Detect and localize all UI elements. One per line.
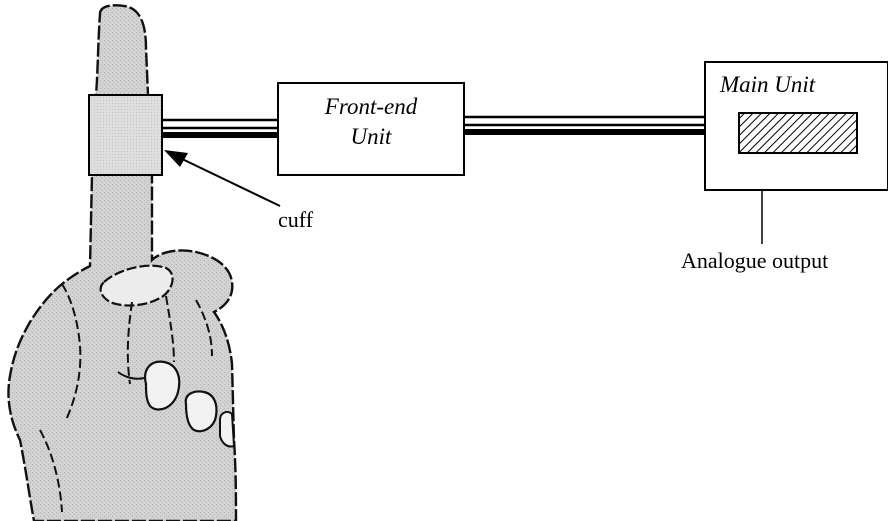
- finger-cuff: [89, 95, 162, 175]
- cable-cuff-to-frontend: [162, 120, 278, 135]
- cuff-label: cuff: [278, 209, 313, 231]
- front-end-unit-label-line1: Front-end: [278, 92, 464, 122]
- cuff-arrow: [164, 150, 280, 206]
- analogue-output-label: Analogue output: [681, 250, 828, 272]
- hand-illustration: [8, 5, 236, 521]
- front-end-unit-label: Front-end Unit: [278, 92, 464, 152]
- front-end-unit-label-line2: Unit: [278, 122, 464, 152]
- fingernail-3: [220, 412, 234, 447]
- fingernail-2: [186, 392, 217, 432]
- cable-frontend-to-main: [464, 117, 705, 132]
- main-unit-label: Main Unit: [720, 73, 815, 96]
- main-unit-display: [739, 113, 857, 153]
- hand-silhouette: [8, 5, 236, 521]
- fingernail-1: [145, 362, 179, 410]
